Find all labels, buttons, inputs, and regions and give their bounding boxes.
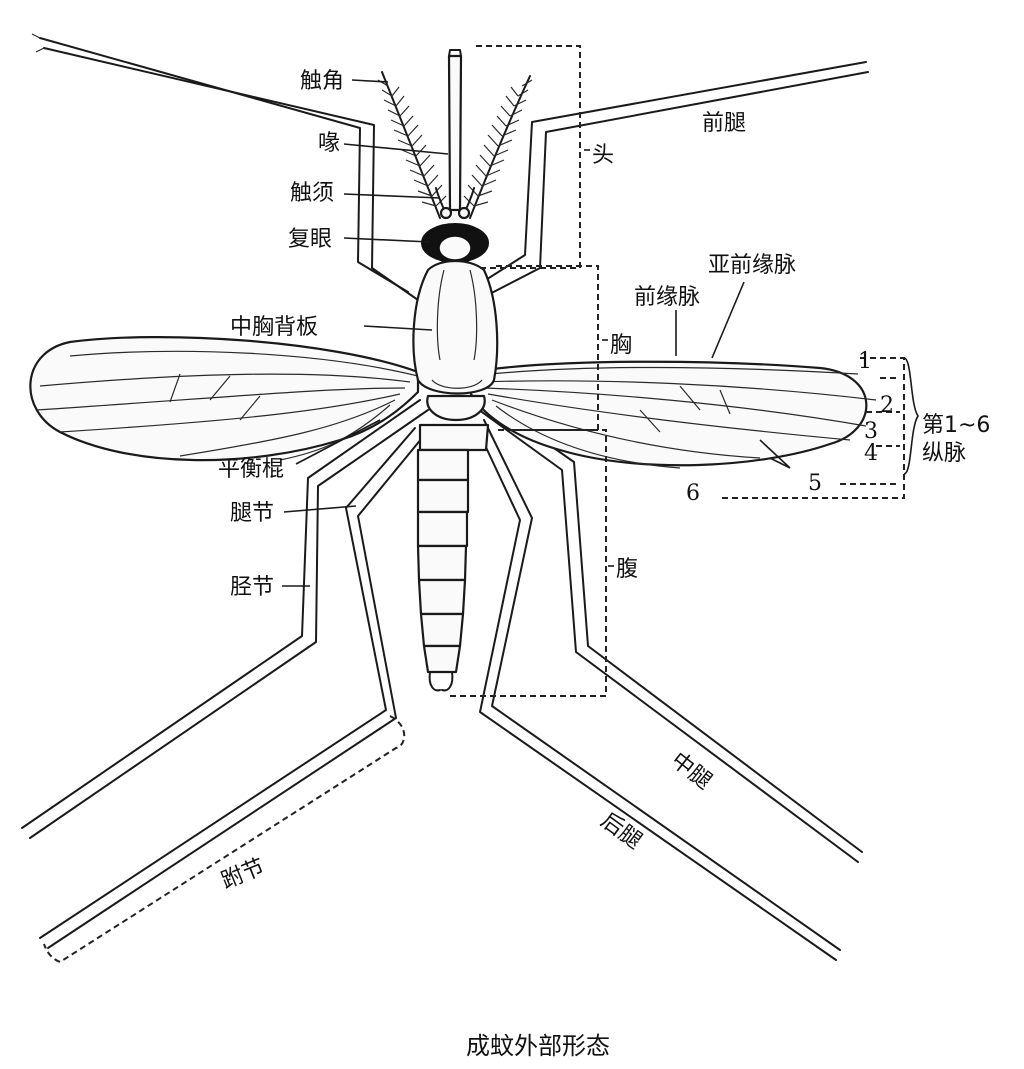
- label-subcosta: 亚前缘脉: [708, 253, 796, 278]
- left-wing: [29, 335, 420, 462]
- palps: [435, 187, 475, 220]
- thorax-drawing: [412, 260, 499, 422]
- label-hindleg: 后腿: [596, 808, 646, 854]
- label-midleg: 中腿: [666, 748, 716, 795]
- front-right-leg: [469, 61, 869, 301]
- vein-number-3: 3: [864, 419, 878, 444]
- vein-number-1: 1: [858, 349, 872, 374]
- vein-number-6: 6: [686, 481, 700, 506]
- label-tibia: 胫节: [230, 575, 274, 600]
- leader-lines: [282, 79, 791, 587]
- mid-left-leg: [21, 399, 429, 839]
- label-costa: 前缘脉: [634, 285, 700, 310]
- right-wing: [468, 360, 877, 469]
- diagram-caption: 成蚊外部形态: [466, 1032, 610, 1060]
- label-vein-group-2: 纵脉: [922, 441, 966, 466]
- front-left-leg: [31, 33, 419, 301]
- label-femur: 腿节: [230, 501, 274, 526]
- label-scutum: 中胸背板: [230, 315, 318, 340]
- abdomen-drawing: [416, 423, 490, 692]
- label-antenna: 触角: [300, 69, 344, 94]
- proboscis: [447, 49, 463, 212]
- label-thorax: 胸: [610, 333, 632, 358]
- label-compound-eye: 复眼: [288, 227, 332, 252]
- vein-number-2: 2: [880, 393, 894, 418]
- label-palp: 触须: [290, 181, 334, 206]
- hind-left-leg: [39, 427, 423, 949]
- labels: 触角 喙 触须 复眼 中胸背板 头 胸 腹 前腿 亚前缘脉 前缘脉 平衡棍 腿节…: [218, 69, 990, 894]
- label-abdomen: 腹: [616, 557, 638, 582]
- label-vein-group-1: 第1~6: [922, 413, 990, 438]
- label-foreleg: 前腿: [702, 111, 746, 136]
- head-drawing: [421, 223, 489, 263]
- vein-numbers: 1 2 3 4 5 6: [686, 349, 894, 506]
- hind-right-leg: [475, 419, 841, 961]
- region-brackets: [43, 45, 919, 964]
- label-proboscis: 喙: [318, 131, 340, 156]
- label-head: 头: [592, 143, 614, 168]
- vein-number-4: 4: [864, 441, 878, 466]
- right-antenna: [463, 75, 533, 219]
- label-tarsus: 跗节: [218, 855, 268, 895]
- vein-number-5: 5: [808, 471, 822, 496]
- label-haltere: 平衡棍: [218, 457, 284, 482]
